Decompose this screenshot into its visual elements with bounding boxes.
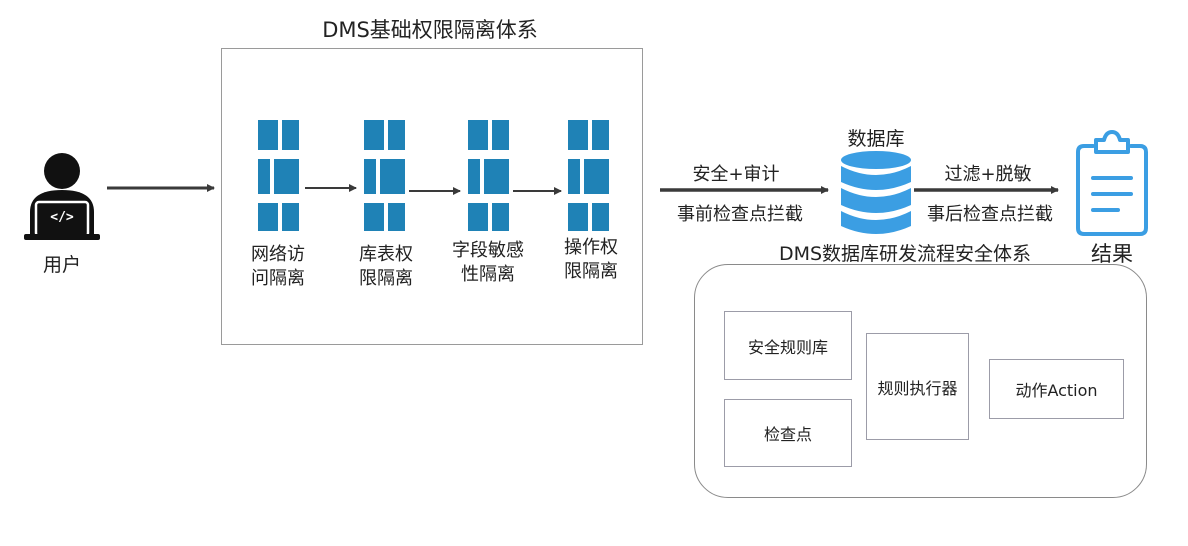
arrow2-top-label: 过滤+脱敏 xyxy=(944,164,1032,185)
stage-3-label-line2: 性隔离 xyxy=(461,264,515,285)
stage-1-label-line1: 网络访 xyxy=(251,244,305,265)
rule-library-label: 安全规则库 xyxy=(747,337,828,357)
stage-2-label-line1: 库表权 xyxy=(359,244,413,265)
user-screen-glyph: </> xyxy=(50,210,74,225)
isolation-box xyxy=(221,48,643,345)
stage-2-blocks-icon xyxy=(364,120,405,231)
arrow2-bottom-label: 事后检查点拦截 xyxy=(927,204,1053,225)
database-label: 数据库 xyxy=(847,128,905,150)
user-laptop-icon xyxy=(24,153,100,240)
checkpoint-box: 检查点 xyxy=(724,399,852,467)
stage-4-label-line2: 限隔离 xyxy=(564,261,618,282)
stage-1-label-line2: 问隔离 xyxy=(251,268,305,289)
arrow1-top-label: 安全+审计 xyxy=(692,164,780,185)
stage-1-blocks-icon xyxy=(258,120,299,231)
clipboard-icon xyxy=(1076,130,1148,236)
stage-3-label: 字段敏感 性隔离 xyxy=(440,239,536,287)
isolation-title: DMS基础权限隔离体系 xyxy=(322,18,538,42)
rule-executor-label: 规则执行器 xyxy=(877,378,958,398)
arrow1-bottom-label: 事前检查点拦截 xyxy=(677,204,803,225)
stage-4-label-line1: 操作权 xyxy=(564,237,618,258)
checkpoint-label: 检查点 xyxy=(763,425,812,444)
stage-4-blocks-icon xyxy=(568,120,609,231)
rule-library-box: 安全规则库 xyxy=(724,311,852,380)
stage-3-blocks-icon xyxy=(468,120,509,231)
user-label: 用户 xyxy=(42,254,81,276)
action-label: 动作Action xyxy=(1015,381,1098,400)
stage-2-label: 库表权 限隔离 xyxy=(346,243,426,291)
stage-1-label: 网络访 问隔离 xyxy=(238,243,318,291)
stage-3-label-line1: 字段敏感 xyxy=(452,240,524,261)
stage-2-label-line2: 限隔离 xyxy=(359,268,413,289)
database-icon xyxy=(841,151,911,234)
flow-box xyxy=(694,264,1147,498)
stage-4-label: 操作权 限隔离 xyxy=(548,236,634,284)
flow-title: DMS数据库研发流程安全体系 xyxy=(778,243,1032,265)
rule-executor-box: 规则执行器 xyxy=(866,333,969,440)
action-box: 动作Action xyxy=(989,359,1124,419)
result-label: 结果 xyxy=(1091,242,1133,266)
